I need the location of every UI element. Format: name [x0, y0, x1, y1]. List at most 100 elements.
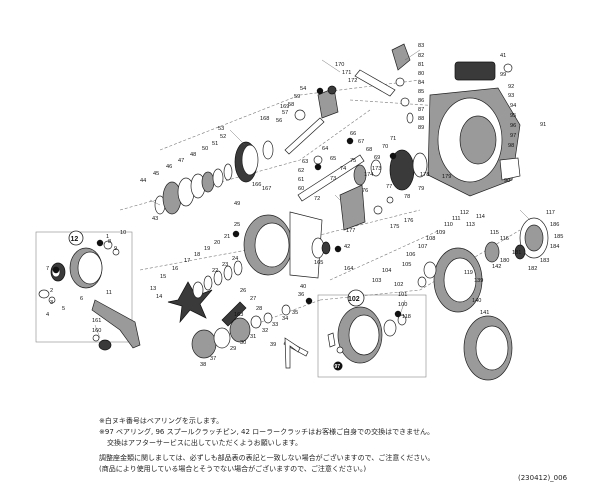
- handle-assembly-box: [35, 231, 133, 343]
- part-label: 67: [358, 139, 364, 145]
- part-label: 33: [272, 322, 278, 328]
- part-label: 66: [350, 131, 356, 137]
- part-label: 98: [508, 143, 514, 149]
- part-label: 39: [270, 342, 276, 348]
- part-label: 61: [298, 177, 304, 183]
- drive-gear-stack: [154, 117, 325, 215]
- part-label: 29: [230, 346, 236, 352]
- part-label: 7: [46, 266, 49, 272]
- part-label: 54: [300, 86, 306, 92]
- part-label: 109: [436, 230, 445, 236]
- part-label: 166: [252, 182, 261, 188]
- note-product-variation: (商品により使用している場合とそうでない場合がございますので、ご注意ください。): [99, 465, 367, 473]
- spool-assembly-box: [317, 294, 427, 378]
- part-label: 142: [492, 264, 501, 270]
- part-label: 40: [300, 284, 306, 290]
- part-label: 20: [214, 240, 220, 246]
- part-label: 59: [294, 94, 300, 100]
- part-label: 3: [50, 300, 53, 306]
- part-label: 176: [404, 218, 413, 224]
- part-label: 69: [374, 155, 380, 161]
- leader-lines: [94, 49, 531, 339]
- part-label: 31: [250, 334, 256, 340]
- part-label: 85: [418, 89, 424, 95]
- part-label: 51: [212, 141, 218, 147]
- note-bearing: ※白ヌキ番号はベアリングを示します。: [99, 417, 224, 425]
- part-label: 65: [330, 156, 336, 162]
- handle-assembly: [38, 240, 141, 351]
- part-label: 184: [550, 244, 559, 250]
- label-group-right-lower: 100 101 102 103 104 105 106 107 108 109 …: [372, 210, 563, 320]
- part-label: 30: [240, 340, 246, 346]
- main-frame: [243, 211, 331, 279]
- part-label: 28: [256, 306, 262, 312]
- part-label: 186: [550, 222, 559, 228]
- callout-label: 97: [335, 364, 341, 370]
- part-label: 112: [460, 210, 469, 216]
- part-label: 108: [426, 236, 435, 242]
- part-label: 17: [184, 258, 190, 264]
- part-label: 23: [222, 262, 228, 268]
- part-label: 102: [394, 282, 403, 288]
- part-label: 74: [340, 166, 346, 172]
- label-group-top-center: 83 82 81 80 84 85 86 87 88 89 170 171 17…: [276, 43, 424, 131]
- part-label: 88: [418, 116, 424, 122]
- part-label: 11: [106, 290, 112, 296]
- part-label: 107: [418, 244, 427, 250]
- part-label: 103: [372, 278, 381, 284]
- part-label: 119: [464, 270, 473, 276]
- part-label: 77: [386, 184, 392, 190]
- part-label: 16: [172, 266, 178, 272]
- part-label: 97: [510, 133, 516, 139]
- part-label: 160: [92, 328, 101, 334]
- label-group-center-lower: 13 14 15 16 17 18 19 20 21 22 23 24 25 2…: [150, 222, 353, 368]
- part-label: 50: [202, 146, 208, 152]
- part-label: 73: [330, 176, 336, 182]
- part-label: 92: [508, 84, 514, 90]
- part-label: 164: [344, 266, 353, 272]
- part-label: 115: [490, 230, 499, 236]
- part-label: 63: [302, 159, 308, 165]
- part-label: 13: [150, 286, 156, 292]
- part-label: 100: [398, 302, 407, 308]
- part-label: 57: [282, 110, 288, 116]
- part-label: 4: [46, 312, 49, 318]
- part-label: 46: [166, 164, 172, 170]
- part-label: 44: [140, 178, 146, 184]
- part-label: 24: [232, 256, 238, 262]
- part-label: 118: [402, 314, 411, 320]
- clutch-lever-assembly: [294, 43, 414, 124]
- part-label: 182: [528, 266, 537, 272]
- part-label: 140: [472, 298, 481, 304]
- label-group-center-upper: 60 61 62 63 64 65 66 67 68 69 70 71 72 7…: [298, 131, 451, 234]
- bearing-markers: [52, 87, 402, 318]
- part-label: 101: [398, 292, 407, 298]
- part-label: 174: [364, 172, 373, 178]
- part-label: 72: [314, 196, 320, 202]
- pinion-shaft-assembly: [297, 149, 428, 231]
- part-label: 14: [156, 294, 162, 300]
- part-label: 70: [382, 144, 388, 150]
- part-label: 43: [152, 216, 158, 222]
- part-label: 161: [92, 318, 101, 324]
- label-group-top-right: 41 92 93 94 95 96 97 98 99 90 91: [500, 53, 546, 184]
- hex-wrench: [284, 337, 301, 369]
- part-label: 58: [288, 102, 294, 108]
- part-label: 139: [474, 278, 483, 284]
- part-label: 37: [210, 356, 216, 362]
- part-label: 18: [194, 252, 200, 258]
- part-label: 53: [218, 126, 224, 132]
- part-label: 105: [402, 262, 411, 268]
- part-label: 172: [348, 78, 357, 84]
- part-label: 87: [418, 107, 424, 113]
- part-label: 83: [418, 43, 424, 49]
- part-label: 185: [554, 234, 563, 240]
- callout-12: 12: [68, 230, 84, 246]
- part-label: 15: [160, 274, 166, 280]
- part-label: 36: [298, 292, 304, 298]
- part-label: 104: [382, 268, 391, 274]
- part-label: 99: [500, 72, 506, 78]
- right-side-cover: [417, 217, 549, 381]
- part-label: 5: [62, 306, 65, 312]
- part-label: 95: [510, 113, 516, 119]
